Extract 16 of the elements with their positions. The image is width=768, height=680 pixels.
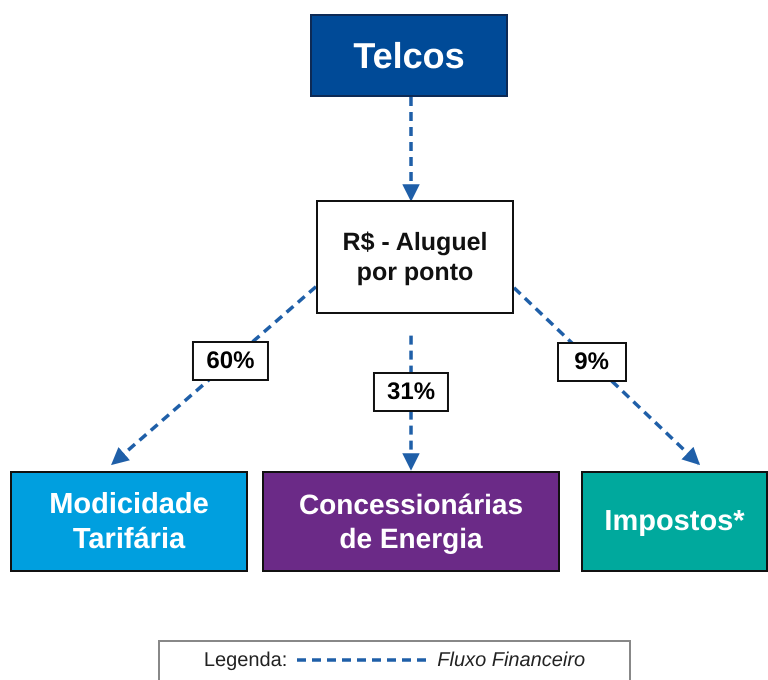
edge-label: 31%	[373, 372, 450, 412]
box-label: Impostos*	[604, 504, 745, 539]
arrow	[402, 97, 420, 202]
box-label: Concessionárias de Energia	[298, 488, 524, 556]
process-box	[262, 471, 560, 572]
edge-label: 60%	[192, 341, 268, 382]
edge-label: 9%	[556, 342, 627, 382]
process-box	[10, 471, 248, 572]
box-label: R$ - Aluguel por ponto	[342, 227, 488, 287]
legend-title: Legenda:	[204, 648, 288, 672]
process-box	[581, 471, 768, 572]
process-box	[316, 200, 514, 314]
box-label: Telcos	[353, 34, 465, 78]
box-label: Modicidade Tarifária	[48, 486, 210, 556]
process-box	[310, 14, 508, 97]
legend-text: Fluxo Financeiro	[437, 648, 586, 672]
